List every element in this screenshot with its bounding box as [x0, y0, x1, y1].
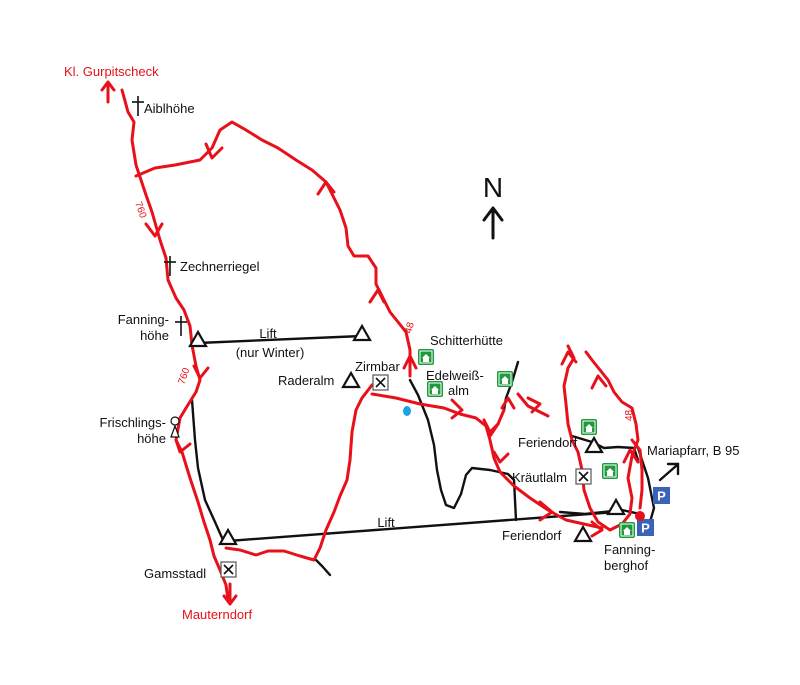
label-gamsstadl: Gamsstadl	[144, 566, 206, 581]
label-frischlingshoehe: höhe	[137, 431, 166, 446]
mountain-hut-icon	[418, 349, 434, 365]
chevron	[368, 288, 386, 304]
road-west	[190, 398, 225, 542]
lift-station-icon	[606, 497, 626, 516]
parking-icon: P	[637, 519, 654, 536]
exit-arrow-south	[222, 582, 238, 606]
route-number: 48	[624, 409, 635, 421]
label-schitterhuette: Schitterhütte	[430, 333, 503, 348]
lake-icon	[403, 406, 411, 416]
chevron	[590, 374, 608, 390]
lift-station-icon	[188, 329, 208, 348]
label-feriendorf-north: Feriendorf	[518, 435, 578, 450]
chevron	[482, 418, 500, 434]
exit-arrow-mariapfarr	[658, 462, 680, 482]
summit-crosses	[132, 96, 187, 336]
label-mauterndorf: Mauterndorf	[182, 607, 252, 622]
label-lift-upper-sub: (nur Winter)	[236, 345, 305, 360]
lift-station-icon	[573, 524, 593, 543]
chevron	[204, 142, 224, 160]
chevron	[500, 396, 516, 410]
label-fanninghoehe: Fanning-	[118, 312, 169, 327]
label-kraeutlalm: Kräutlalm	[512, 470, 567, 485]
chevron	[560, 350, 578, 366]
trail-zirmbar-east	[370, 392, 604, 530]
svg-text:P: P	[657, 489, 666, 504]
lift-station-icon	[352, 323, 372, 342]
route-number: 760	[132, 200, 148, 220]
restaurant-icon	[372, 374, 389, 391]
chevron	[402, 354, 418, 370]
label-zechnerriegel: Zechnerriegel	[180, 259, 260, 274]
chevron	[450, 398, 464, 420]
label-gurpitscheck: Kl. Gurpitscheck	[64, 64, 159, 79]
summit-cross-icon	[132, 96, 144, 116]
lift-line-lower	[227, 510, 617, 543]
label-mariapfarr: Mariapfarr, B 95	[647, 443, 740, 458]
chevron	[192, 364, 210, 380]
label-raderalm: Raderalm	[278, 373, 334, 388]
start-point-icon	[635, 511, 645, 521]
lift-station-icon	[218, 527, 238, 546]
route-number: 48	[403, 321, 417, 335]
label-edelweissalm: Edelweiß-	[426, 368, 484, 383]
huts	[418, 349, 635, 538]
label-zirmbar: Zirmbar	[355, 359, 400, 374]
mountain-hut-icon	[427, 381, 443, 397]
chevron	[316, 180, 336, 196]
label-aiblhoehe: Aiblhöhe	[144, 101, 195, 116]
chevron	[622, 448, 640, 464]
mountain-hut-icon	[581, 419, 597, 435]
mountain-hut-icon	[497, 371, 513, 387]
label-fanningberghof: berghof	[604, 558, 648, 573]
mountain-hut-icon	[602, 463, 618, 479]
chevron	[590, 520, 604, 538]
label-fanninghoehe: höhe	[140, 328, 169, 343]
label-lift-lower: Lift	[377, 515, 395, 530]
restaurant-icon	[575, 468, 592, 485]
svg-text:P: P	[641, 521, 650, 536]
trail-east-spur	[630, 438, 644, 510]
lift-station-icon	[341, 370, 361, 389]
restaurants	[220, 374, 592, 578]
label-lift-upper: Lift	[259, 326, 277, 341]
trail-west-ridge	[120, 88, 230, 602]
chevron	[144, 222, 164, 238]
viewpoint-icon	[170, 416, 180, 438]
restaurant-icon	[220, 561, 237, 578]
road-central	[408, 378, 518, 522]
route-number: 760	[176, 366, 192, 386]
summit-cross-icon	[164, 256, 176, 276]
lift-station-icon	[584, 435, 604, 454]
exit-arrow-north	[100, 80, 116, 104]
svg-text:N: N	[483, 172, 503, 203]
label-edelweissalm: alm	[448, 383, 469, 398]
north-arrow-icon: N	[482, 172, 504, 240]
trail-northern-loop	[134, 120, 412, 378]
label-feriendorf-south: Feriendorf	[502, 528, 562, 543]
summit-cross-icon	[175, 316, 187, 336]
chevron	[538, 500, 554, 522]
labels: Kl. Gurpitscheck Aiblhöhe Zechnerriegel …	[64, 64, 740, 622]
label-frischlingshoehe: Frischlings-	[100, 415, 166, 430]
chevron	[492, 450, 510, 464]
direction-arrows	[100, 80, 640, 606]
lift-line-upper	[197, 334, 363, 345]
label-fanningberghof: Fanning-	[604, 542, 655, 557]
parking-icon: P	[653, 487, 670, 504]
chevron	[526, 396, 542, 414]
chevron	[174, 438, 192, 454]
lift-stations	[188, 323, 626, 546]
mountain-hut-icon	[619, 522, 635, 538]
lifts	[197, 334, 617, 543]
road-south-tail	[314, 558, 332, 577]
trail-central-west	[224, 383, 374, 562]
